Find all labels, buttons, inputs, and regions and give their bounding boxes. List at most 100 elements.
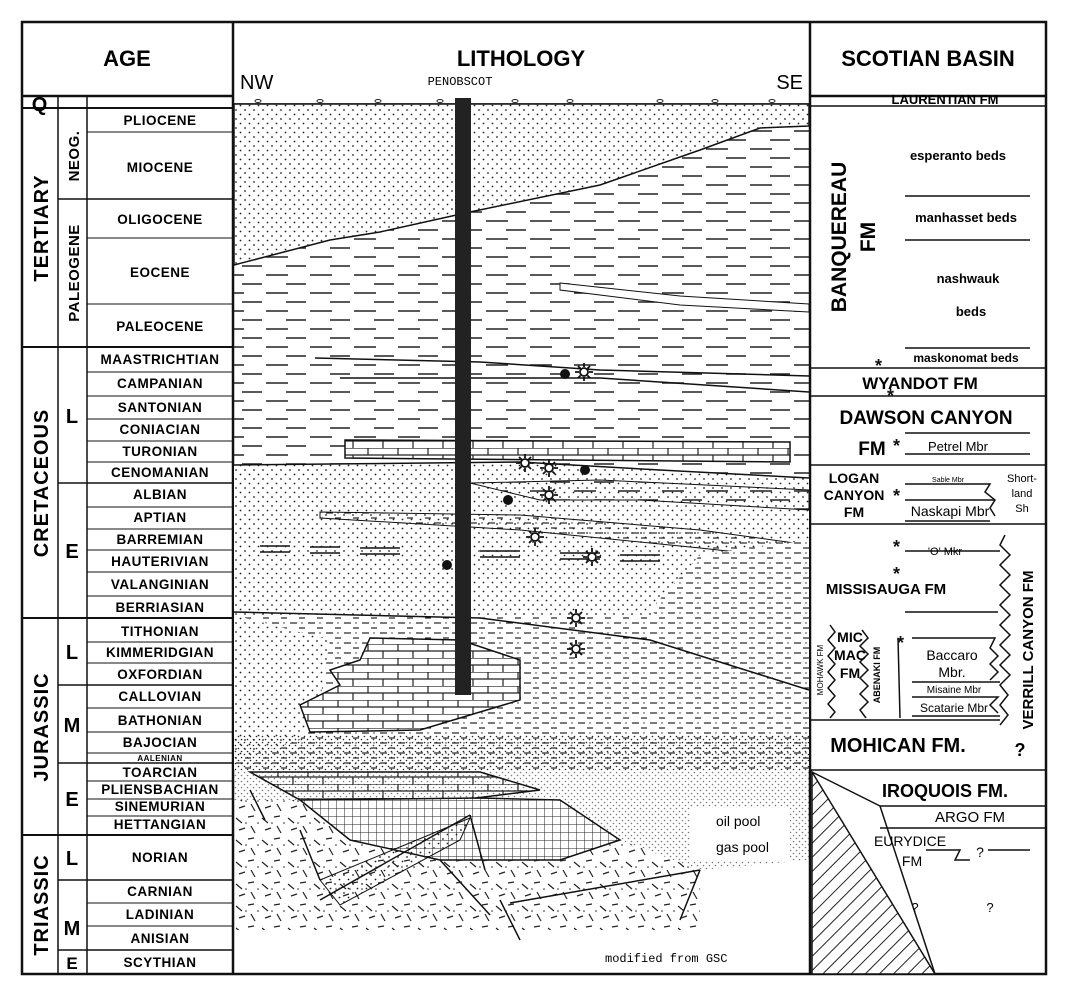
stage-label: BATHONIAN: [118, 713, 203, 728]
epoch-label: L: [66, 642, 78, 664]
oil-pool-marker: [560, 369, 570, 379]
stage-label: MAASTRICHTIAN: [101, 352, 220, 367]
pool-star-icon: *: [887, 386, 894, 406]
stage-label: OXFORDIAN: [117, 667, 203, 682]
maskonomat-beds: maskonomat beds: [913, 351, 1019, 365]
petrel-mbr: Petrel Mbr: [928, 439, 989, 454]
epoch-label: M: [64, 715, 81, 737]
stage-label: ALBIAN: [133, 487, 187, 502]
argo-fm: ARGO FM: [935, 809, 1005, 826]
micmac-fm-2: MAC: [834, 647, 866, 663]
epoch-label: L: [66, 406, 78, 428]
well-name: PENOBSCOT: [428, 75, 493, 89]
epoch-label: E: [66, 954, 77, 973]
dawson-canyon-fm: DAWSON CANYON: [839, 408, 1012, 429]
pool-star-icon: *: [897, 633, 904, 653]
gas-pool-marker: [526, 528, 544, 546]
verrill-canyon-fm: VERRILL CANYON FM: [1020, 571, 1037, 730]
mohican-fm: MOHICAN FM.: [830, 735, 966, 757]
mohawk-fm: MOHAWK FM: [816, 644, 825, 695]
period-label: JURASSIC: [31, 672, 53, 781]
stage-label: PLIOCENE: [123, 113, 196, 128]
nashwauk-beds-2: beds: [956, 304, 986, 319]
shortland-shale-2: land: [1012, 488, 1033, 500]
manhasset-beds: manhasset beds: [915, 210, 1017, 225]
credit-text: modified from GSC: [605, 952, 727, 966]
epoch-label: E: [65, 541, 78, 563]
iroquois-fm: IROQUOIS FM.: [882, 781, 1008, 801]
gas-pool-marker: [567, 640, 585, 658]
stage-label: TOARCIAN: [122, 765, 197, 780]
stage-label: CARNIAN: [127, 884, 193, 899]
sable-mbr: Sable Mbr: [932, 477, 965, 484]
stage-label: TURONIAN: [122, 444, 197, 459]
stage-label: CALLOVIAN: [118, 689, 201, 704]
stage-label: APTIAN: [133, 510, 186, 525]
epoch-label: L: [66, 848, 78, 870]
stage-label: TITHONIAN: [121, 624, 199, 639]
stage-label: BARREMIAN: [117, 532, 204, 547]
unknown-mark: ?: [976, 844, 984, 860]
lithology-header: LITHOLOGY: [457, 46, 586, 71]
pool-star-icon: *: [893, 564, 900, 584]
stage-label: HETTANGIAN: [114, 817, 207, 832]
basin-header: SCOTIAN BASIN: [841, 46, 1015, 71]
period-label: CRETACEOUS: [31, 409, 53, 558]
nw-label: NW: [240, 72, 273, 94]
stage-label: KIMMERIDGIAN: [106, 645, 214, 660]
unknown-mark: ?: [1015, 740, 1026, 760]
age-column: [22, 96, 233, 974]
pool-star-icon: *: [893, 537, 900, 557]
stage-label: HAUTERIVIAN: [111, 554, 209, 569]
micmac-fm-3: FM: [840, 665, 860, 681]
shortland-shale-3: Sh: [1015, 503, 1028, 515]
unknown-mark: ?: [911, 900, 918, 915]
gas-pool-marker: [575, 363, 593, 381]
stage-label: AALENIAN: [137, 754, 182, 763]
se-label: SE: [776, 72, 803, 94]
stage-label: BERRIASIAN: [115, 600, 204, 615]
o-marker: 'O' Mkr: [928, 546, 962, 558]
baccaro-mbr-1: Baccaro: [926, 647, 978, 663]
misaine-mbr: Misaine Mbr: [927, 685, 982, 696]
epoch-label: NEOG.: [66, 131, 83, 182]
logan-canyon-fm-2: CANYON: [824, 487, 885, 503]
logan-canyon-fm-3: FM: [844, 504, 864, 520]
stage-label: OLIGOCENE: [117, 212, 203, 227]
gas-pool-marker: [516, 454, 534, 472]
period-label: TERTIARY: [31, 174, 53, 281]
pool-star-icon: *: [893, 436, 900, 456]
logan-canyon-fm-1: LOGAN: [829, 470, 880, 486]
gas-pool-marker: [540, 486, 558, 504]
stage-label: BAJOCIAN: [123, 735, 198, 750]
stage-label: CAMPANIAN: [117, 376, 203, 391]
stage-label: SCYTHIAN: [123, 955, 196, 970]
stage-label: LADINIAN: [126, 907, 195, 922]
formation-column: * * * * * * * LAURENTIAN FM BANQUEREAU F…: [810, 92, 1046, 975]
banquereau-fm: BANQUEREAU: [828, 162, 851, 313]
wyandot-fm: WYANDOT FM: [862, 374, 978, 393]
stage-label: NORIAN: [132, 850, 188, 865]
stage-label: VALANGINIAN: [111, 577, 209, 592]
period-label: TRIASSIC: [31, 854, 53, 955]
pool-star-icon: *: [893, 486, 900, 506]
legend-oil-label: oil pool: [716, 813, 760, 829]
legend-gas-label: gas pool: [716, 839, 769, 855]
micmac-fm-1: MIC: [837, 629, 863, 645]
epoch-label: M: [64, 918, 81, 940]
epoch-label: PALEOGENE: [66, 224, 83, 322]
outer-frame: [20, 20, 1048, 976]
epoch-label: E: [65, 789, 78, 811]
eurydice-fm-2: FM: [902, 853, 922, 869]
stage-labels: PLIOCENE MIOCENE OLIGOCENE EOCENE PALEOC…: [101, 113, 220, 970]
nashwauk-beds-1: nashwauk: [937, 271, 1001, 286]
period-label: Q: [32, 94, 49, 116]
stage-label: PLIENSBACHIAN: [101, 782, 219, 797]
baccaro-mbr-2: Mbr.: [938, 664, 965, 680]
naskapi-mbr: Naskapi Mbr: [911, 503, 990, 519]
oil-pool-marker: [503, 495, 513, 505]
gas-pool-marker: [567, 609, 585, 627]
dawson-canyon-fm-suffix: FM: [858, 439, 885, 460]
stage-label: EOCENE: [130, 265, 190, 280]
stage-label: SINEMURIAN: [115, 799, 206, 814]
